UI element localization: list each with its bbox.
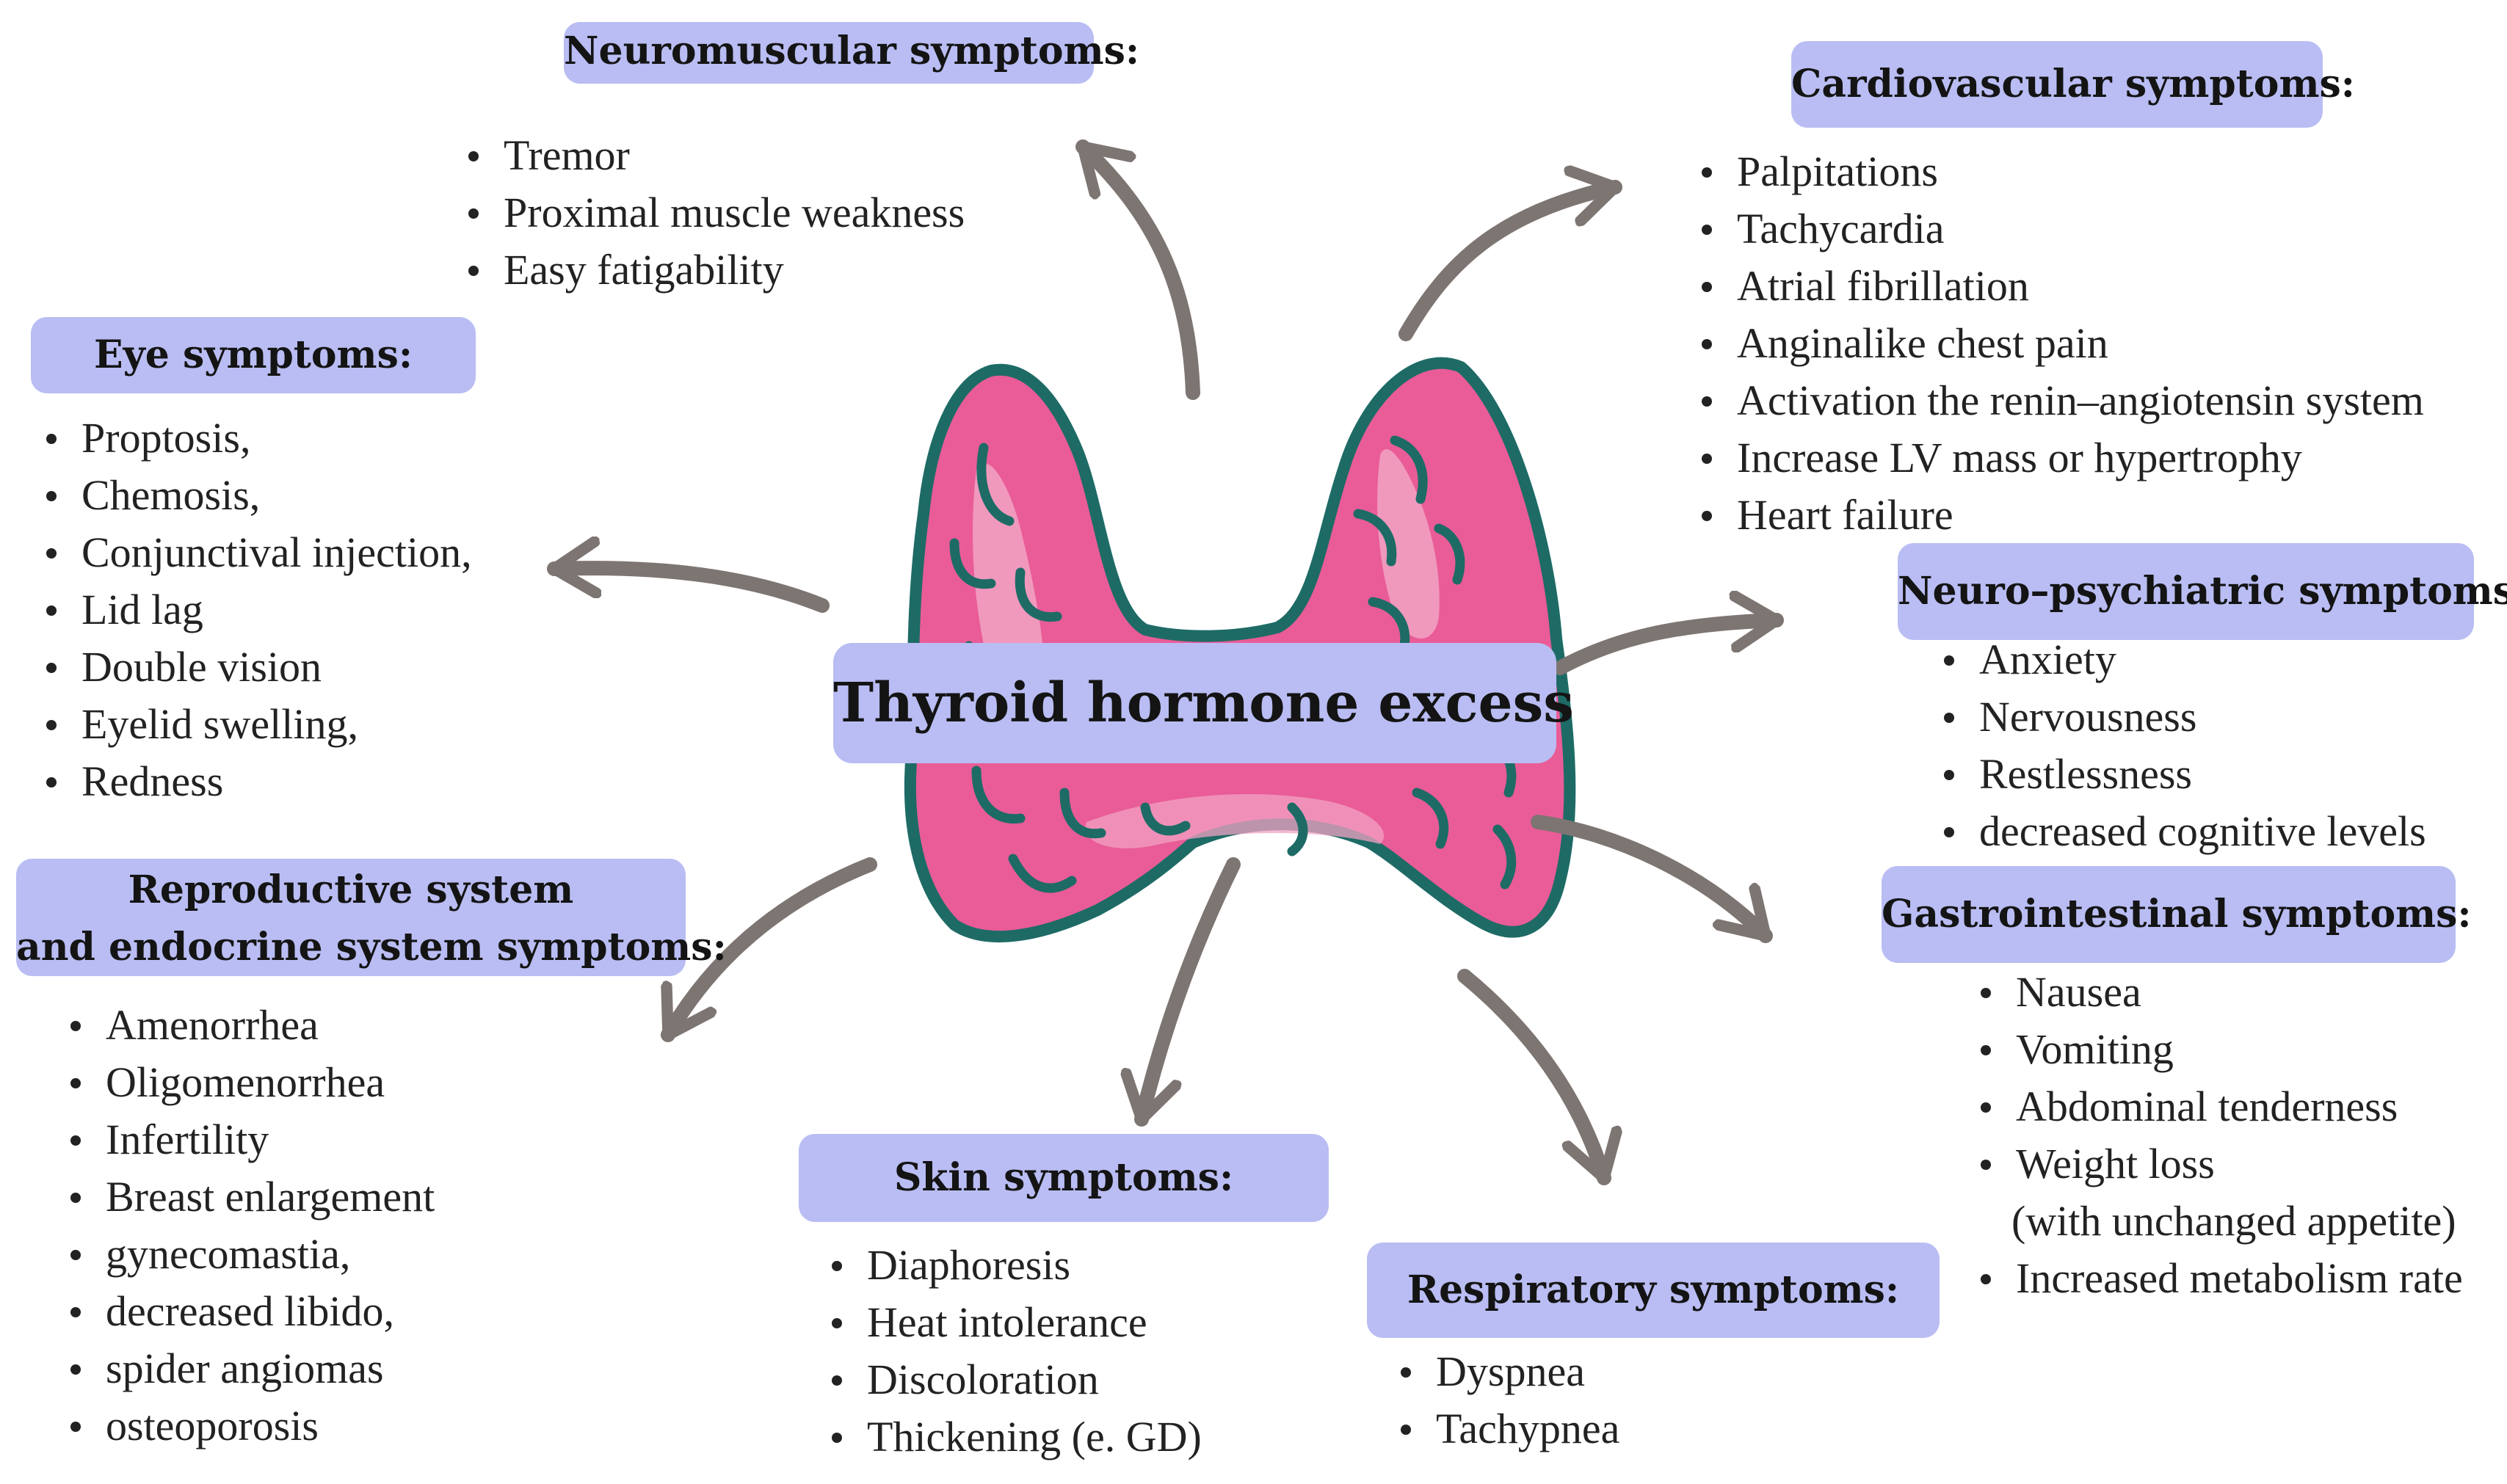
list-item: Tremor [462,127,965,184]
list-item: Redness [40,753,472,810]
thyroid-highlight-isthmus [1085,793,1385,848]
list-item-continuation: (with unchanged appetite) [2011,1197,2456,1245]
list-item: spider angiomas [65,1340,435,1397]
list-item: Palpitations [1696,143,2424,200]
gastrointestinal-title: Gastrointestinal symptoms: [1882,866,2472,963]
reproductive-list: Amenorrhea Oligomenorrhea Infertility Br… [65,997,435,1455]
arrow-respiratory [1457,969,1604,1185]
list-item: Thickening (e. GD) [826,1408,1202,1466]
list-item: Tachypnea [1395,1400,1619,1458]
skin-list: Diaphoresis Heat intolerance Discolorati… [826,1237,1202,1466]
list-item: Easy fatigability [462,241,965,299]
skin-title: Skin symptoms: [799,1134,1329,1222]
list-item: gynecomastia, [65,1226,435,1283]
neuromuscular-list: Tremor Proximal muscle weakness Easy fat… [462,127,965,299]
list-item: Proptosis, [40,410,472,467]
list-item: Heat intolerance [826,1294,1202,1351]
list-item: Double vision [40,639,472,696]
list-item: decreased libido, [65,1283,435,1340]
reproductive-title-line-2: and endocrine system symptoms: [16,925,727,970]
list-item: Nausea [1975,964,2463,1021]
list-item: Conjunctival injection, [40,524,472,581]
list-item: Tachycardia [1696,200,2424,258]
center-title: Thyroid hormone excess [833,643,1574,763]
reproductive-title: Reproductive system and endocrine system… [16,859,727,976]
arrow-reproductive [661,857,877,1042]
thyroid-highlight-right [1377,448,1440,639]
arrows [547,139,1784,1185]
reproductive-title-line-1: Reproductive system [128,868,574,912]
arrow-skin [1142,857,1241,1127]
list-item: Increased metabolism rate [1975,1250,2463,1307]
arrow-neuro-psychiatric [1553,620,1784,675]
respiratory-title: Respiratory symptoms: [1367,1243,1940,1338]
neuro-psychiatric-list: Anxiety Nervousness Restlessness decreas… [1938,631,2426,860]
list-item: Discoloration [826,1351,1202,1408]
gastrointestinal-list: Nausea Vomiting Abdominal tenderness Wei… [1975,964,2463,1307]
list-item: Weight loss [1975,1135,2463,1193]
list-item: decreased cognitive levels [1938,803,2426,860]
arrow-gastrointestinal [1531,815,1773,943]
cardiovascular-title: Cardiovascular symptoms: [1791,41,2355,128]
list-item: Infertility [65,1111,435,1168]
list-item: Heart failure [1696,487,2424,544]
list-item: Increase LV mass or hypertrophy [1696,429,2424,487]
neuromuscular-title: Neuromuscular symptoms: [564,22,1139,84]
list-item: Eyelid swelling, [40,696,472,753]
neuro-psychiatric-title: Neuro–psychiatric symptoms: [1898,543,2507,640]
cardiovascular-list: Palpitations Tachycardia Atrial fibrilla… [1696,143,2424,544]
list-item: Nervousness [1938,688,2426,746]
arrow-eye [547,568,830,613]
list-item: Diaphoresis [826,1237,1202,1294]
eye-title: Eye symptoms: [31,317,476,393]
arrow-cardiovascular [1398,187,1622,341]
list-item: Restlessness [1938,746,2426,803]
list-item: Dyspnea [1395,1343,1619,1400]
list-item: Vomiting [1975,1021,2463,1078]
list-item: Chemosis, [40,467,472,524]
list-item: Amenorrhea [65,997,435,1054]
list-item: Oligomenorrhea [65,1054,435,1111]
list-item: Lid lag [40,581,472,639]
arrow-neuromuscular [1075,139,1200,400]
eye-list: Proptosis, Chemosis, Conjunctival inject… [40,410,472,810]
list-item: Proximal muscle weakness [462,184,965,241]
list-item: osteoporosis [65,1397,435,1455]
list-item: Abdominal tenderness [1975,1078,2463,1135]
list-item: Anxiety [1938,631,2426,688]
list-item: Activation the renin–angiotensin system [1696,372,2424,429]
list-item: Atrial fibrillation [1696,258,2424,315]
list-item: Breast enlargement [65,1168,435,1226]
respiratory-list: Dyspnea Tachypnea [1395,1343,1619,1458]
list-item: Anginalike chest pain [1696,315,2424,372]
